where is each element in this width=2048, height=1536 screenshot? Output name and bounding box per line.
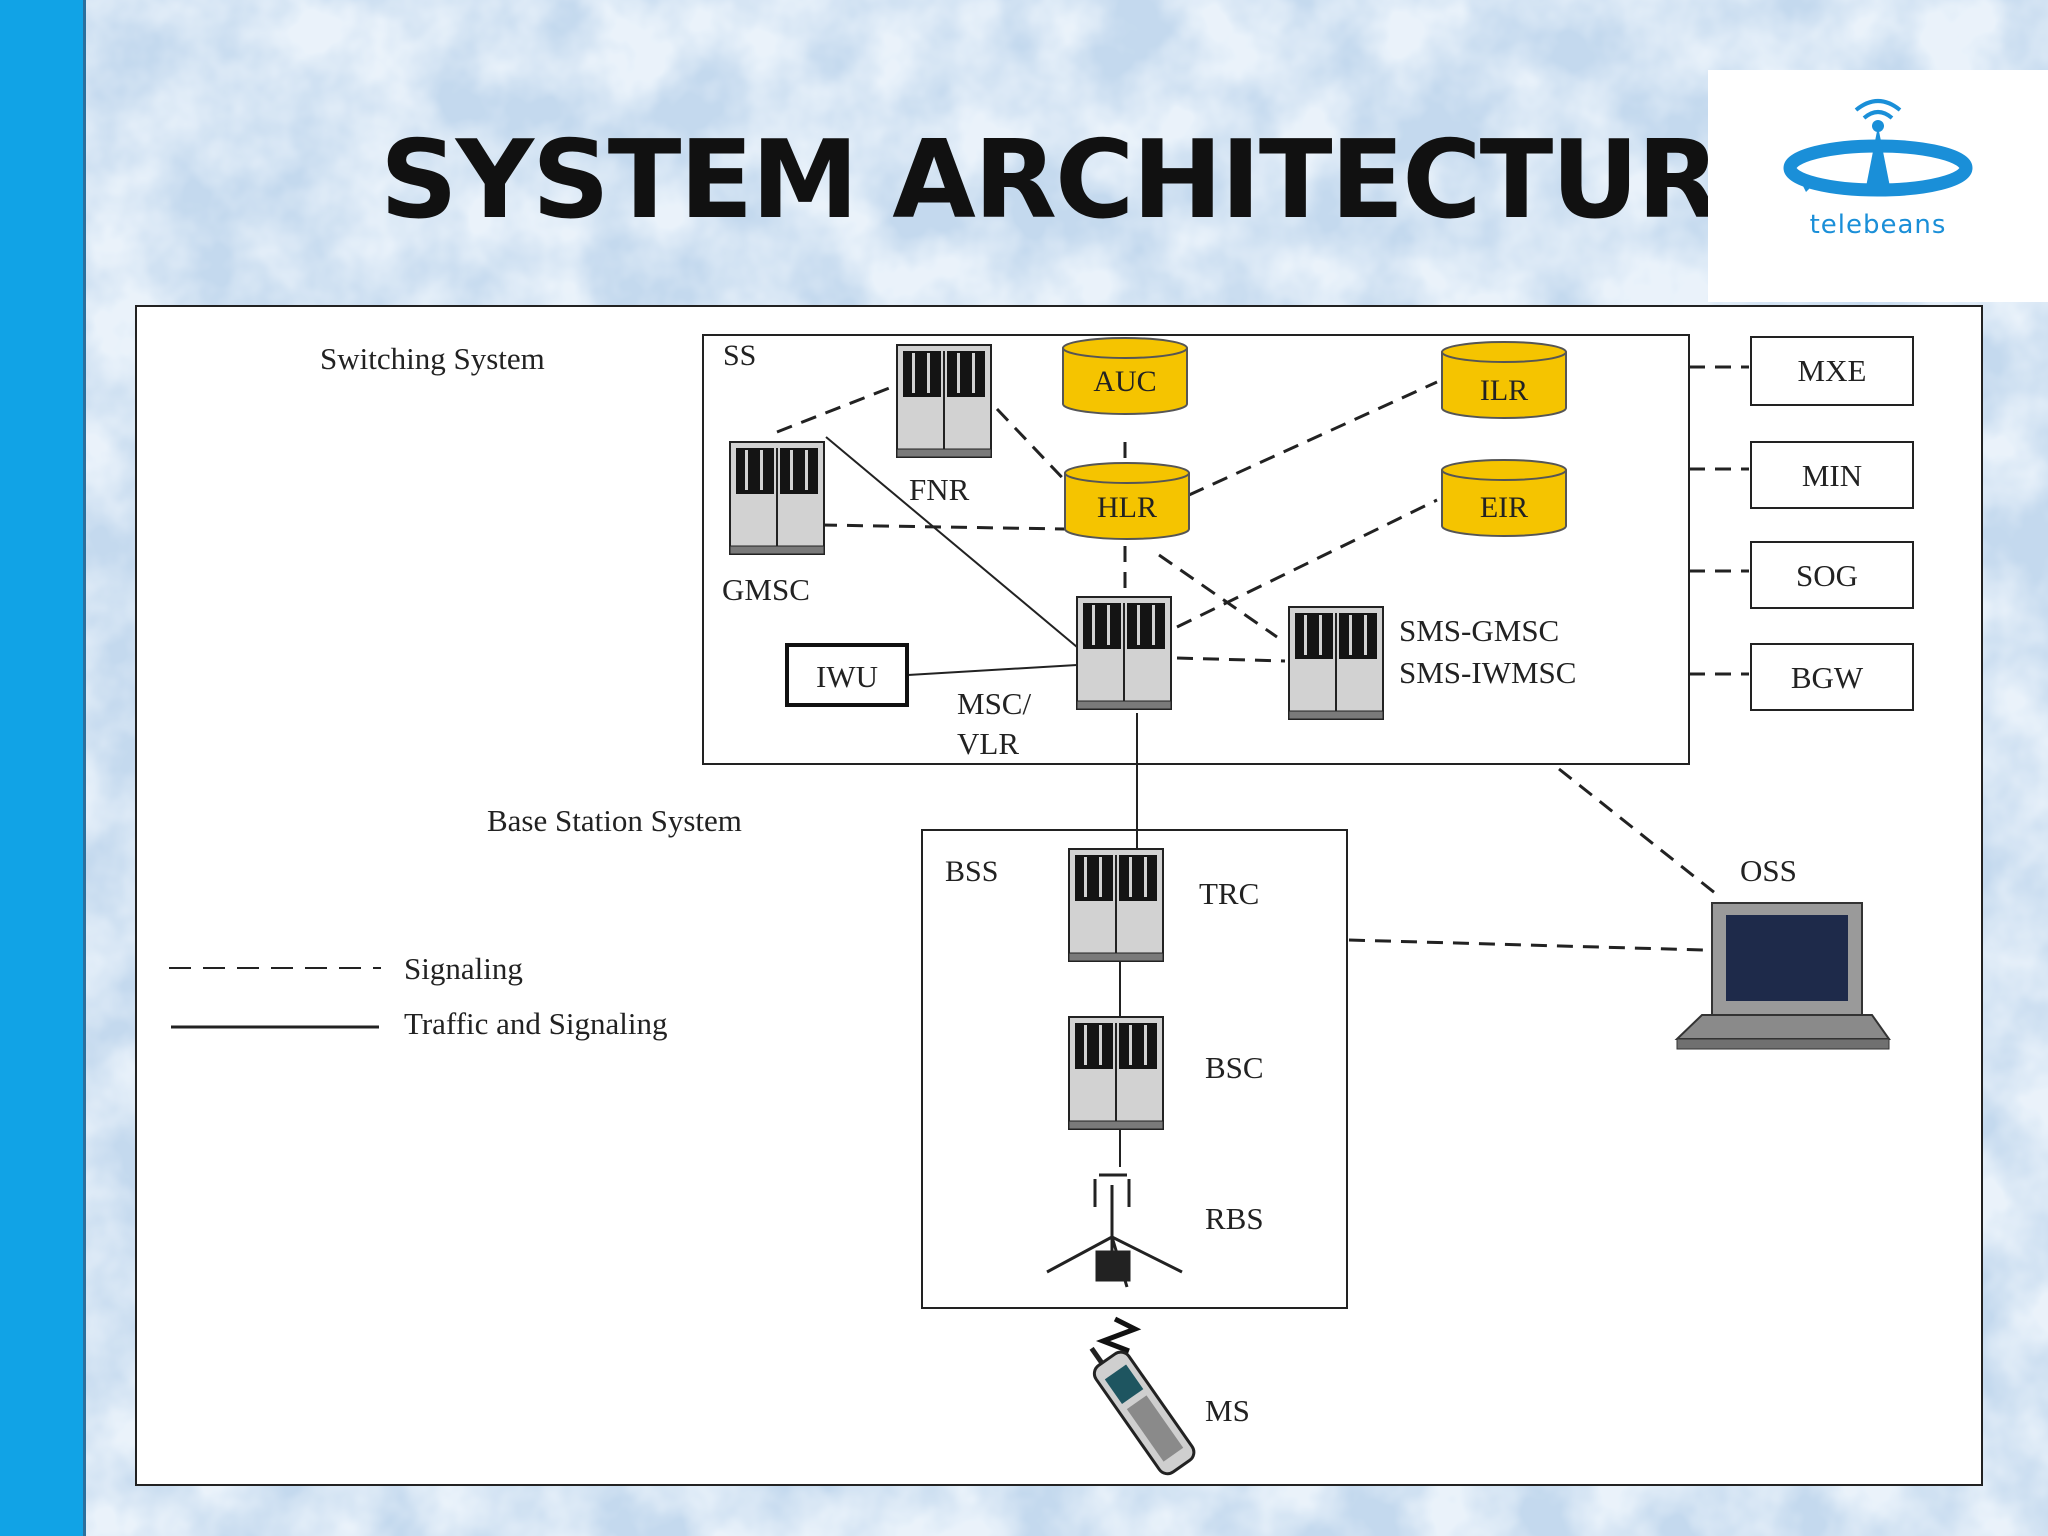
iwu-box: [785, 643, 909, 707]
sog-box: [1750, 541, 1914, 609]
ss-label: SS: [723, 339, 756, 372]
base-station-system-label: Base Station System: [487, 803, 742, 838]
traffic-lines: [825, 436, 1138, 1167]
ms-label: MS: [1205, 1393, 1250, 1428]
ss-box: [702, 334, 1690, 765]
logo-text: telebeans: [1809, 210, 1947, 240]
gmsc-cabinet-icon: [729, 441, 825, 555]
bss-label: BSS: [945, 855, 998, 888]
architecture-diagram: Switching System SS Base Station System …: [135, 305, 1983, 1486]
sms-gmsc-cabinet-icon: [1288, 606, 1384, 720]
rbs-antenna-icon: [1046, 1173, 1183, 1288]
sms-iwmsc-label: SMS-IWMSC: [1399, 655, 1576, 690]
trc-cabinet-icon: [1068, 848, 1164, 962]
ms-mobile-phone-icon: [1089, 1346, 1196, 1476]
telebeans-logo-icon: [1783, 99, 1973, 197]
radio-link-icon: [1095, 1316, 1142, 1354]
hlr-database-icon: [1064, 462, 1190, 540]
sms-gmsc-label: SMS-GMSC: [1399, 613, 1559, 648]
switching-system-label: Switching System: [320, 341, 545, 376]
signaling-lines: [776, 365, 1749, 952]
diagram-canvas: Switching System SS Base Station System …: [169, 334, 1914, 1476]
eir-label: EIR: [1480, 491, 1528, 524]
trc-label: TRC: [1199, 876, 1259, 911]
sog-label: SOG: [1796, 558, 1858, 593]
fnr-label: FNR: [909, 472, 970, 507]
auc-label: AUC: [1093, 365, 1156, 398]
bgw-label: BGW: [1791, 660, 1864, 695]
logo: telebeans: [1708, 70, 2048, 302]
min-box: [1750, 441, 1914, 509]
msc-vlr-cabinet-icon: [1076, 596, 1172, 710]
legend-signaling-label: Signaling: [404, 951, 523, 986]
mxe-label: MXE: [1798, 353, 1867, 388]
fnr-cabinet-icon: [896, 344, 992, 458]
hlr-label: HLR: [1097, 491, 1157, 524]
bgw-box: [1750, 643, 1914, 711]
msc-label-line1: MSC/: [957, 686, 1031, 721]
mxe-box: [1750, 336, 1914, 406]
slide-title: SYSTEM ARCHITECTURE: [380, 118, 1792, 243]
ilr-database-icon: [1441, 341, 1567, 419]
min-label: MIN: [1802, 458, 1862, 493]
ilr-label: ILR: [1480, 374, 1528, 407]
rbs-label: RBS: [1205, 1201, 1264, 1236]
oss-label: OSS: [1740, 853, 1797, 888]
bss-box: [921, 829, 1348, 1309]
bsc-label: BSC: [1205, 1050, 1264, 1085]
legend-traffic-label: Traffic and Signaling: [404, 1006, 668, 1041]
auc-database-icon: [1062, 337, 1188, 415]
msc-label-line2: VLR: [957, 726, 1019, 761]
eir-database-icon: [1441, 459, 1567, 537]
oss-laptop-icon: [1674, 902, 1891, 1050]
iwu-label: IWU: [816, 659, 878, 694]
bsc-cabinet-icon: [1068, 1016, 1164, 1130]
left-accent-bar: [0, 0, 86, 1536]
gmsc-label: GMSC: [722, 572, 810, 607]
